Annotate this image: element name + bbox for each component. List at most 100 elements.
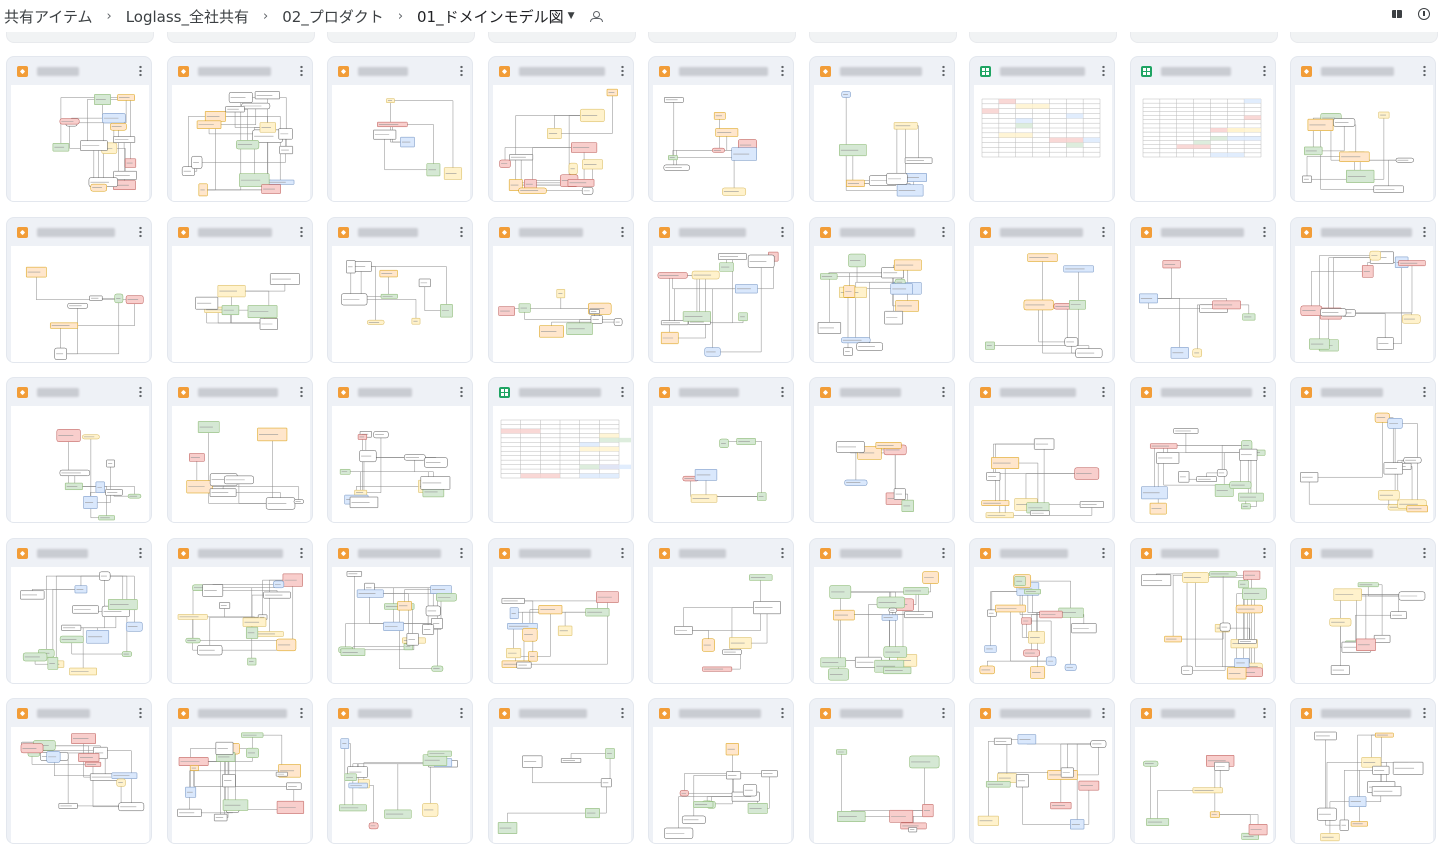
more-vert-icon[interactable]: [1102, 707, 1105, 719]
more-vert-icon[interactable]: [460, 225, 463, 238]
more-vert-icon[interactable]: [1102, 386, 1105, 398]
file-card-partial[interactable]: [487, 32, 636, 43]
more-vert-icon[interactable]: [1102, 225, 1105, 238]
more-vert-icon[interactable]: [1262, 707, 1266, 719]
more-vert-icon[interactable]: [139, 65, 142, 77]
file-card[interactable]: [648, 56, 794, 202]
more-vert-icon[interactable]: [139, 386, 142, 398]
more-vert-icon[interactable]: [299, 546, 303, 559]
more-vert-icon[interactable]: [299, 386, 303, 398]
more-vert-icon[interactable]: [620, 546, 624, 559]
file-card[interactable]: [1129, 216, 1276, 363]
file-card[interactable]: [969, 377, 1115, 523]
file-card[interactable]: [487, 698, 634, 844]
info-icon[interactable]: [1418, 8, 1430, 20]
more-vert-icon[interactable]: [1423, 546, 1426, 559]
more-vert-icon[interactable]: [620, 65, 624, 77]
more-vert-icon[interactable]: [1423, 225, 1426, 238]
file-card[interactable]: [1129, 537, 1276, 684]
file-card[interactable]: [6, 377, 152, 523]
more-vert-icon[interactable]: [781, 225, 784, 238]
more-vert-icon[interactable]: [299, 225, 303, 238]
more-vert-icon[interactable]: [1102, 65, 1105, 77]
file-card[interactable]: [327, 56, 473, 202]
file-card[interactable]: [969, 216, 1115, 363]
more-vert-icon[interactable]: [781, 386, 784, 398]
more-vert-icon[interactable]: [941, 65, 945, 77]
more-vert-icon[interactable]: [460, 546, 463, 559]
more-vert-icon[interactable]: [1423, 386, 1426, 398]
file-card[interactable]: [648, 216, 794, 363]
file-card-partial[interactable]: [6, 32, 154, 43]
file-card[interactable]: [1290, 216, 1436, 363]
more-vert-icon[interactable]: [299, 707, 303, 719]
file-card-partial[interactable]: [808, 32, 957, 43]
file-card[interactable]: [1129, 377, 1276, 523]
file-card-partial[interactable]: [327, 32, 475, 43]
file-card[interactable]: [648, 698, 794, 844]
more-vert-icon[interactable]: [781, 65, 784, 77]
more-vert-icon[interactable]: [1262, 225, 1266, 238]
file-card[interactable]: [487, 537, 634, 684]
file-card[interactable]: [808, 698, 955, 844]
file-card[interactable]: [1290, 537, 1436, 684]
more-vert-icon[interactable]: [941, 707, 945, 719]
grid-view-icon[interactable]: [1392, 10, 1402, 18]
more-vert-icon[interactable]: [620, 707, 624, 719]
file-card[interactable]: [327, 537, 473, 684]
breadcrumb-product-folder[interactable]: 02_プロダクト: [282, 7, 384, 26]
file-card[interactable]: [487, 216, 634, 363]
file-card-partial[interactable]: [969, 32, 1117, 43]
more-vert-icon[interactable]: [781, 707, 784, 719]
more-vert-icon[interactable]: [620, 225, 624, 238]
file-card[interactable]: [1290, 56, 1436, 202]
file-card[interactable]: [327, 698, 473, 844]
file-card[interactable]: [487, 377, 634, 523]
file-card-partial[interactable]: [1129, 32, 1278, 43]
file-card-partial[interactable]: [648, 32, 796, 43]
file-card[interactable]: [969, 537, 1115, 684]
file-card[interactable]: [6, 698, 152, 844]
file-card[interactable]: [166, 216, 313, 363]
more-vert-icon[interactable]: [1262, 386, 1266, 398]
file-card[interactable]: [969, 56, 1115, 202]
more-vert-icon[interactable]: [299, 65, 303, 77]
file-card[interactable]: [1129, 698, 1276, 844]
file-card[interactable]: [6, 56, 152, 202]
file-card[interactable]: [1129, 56, 1276, 202]
file-card[interactable]: [166, 56, 313, 202]
file-card[interactable]: [648, 377, 794, 523]
more-vert-icon[interactable]: [139, 707, 142, 719]
more-vert-icon[interactable]: [139, 225, 142, 238]
file-card[interactable]: [808, 537, 955, 684]
more-vert-icon[interactable]: [941, 546, 945, 559]
more-vert-icon[interactable]: [781, 546, 784, 559]
file-card[interactable]: [648, 537, 794, 684]
file-card[interactable]: [487, 56, 634, 202]
more-vert-icon[interactable]: [1423, 65, 1426, 77]
more-vert-icon[interactable]: [1102, 546, 1105, 559]
file-card-partial[interactable]: [1290, 32, 1438, 43]
file-card[interactable]: [327, 377, 473, 523]
file-card[interactable]: [808, 216, 955, 363]
more-vert-icon[interactable]: [1262, 65, 1266, 77]
more-vert-icon[interactable]: [620, 386, 624, 398]
breadcrumb-shared-items[interactable]: 共有アイテム: [4, 7, 93, 26]
more-vert-icon[interactable]: [941, 225, 945, 238]
chevron-down-icon[interactable]: ▼: [567, 11, 575, 21]
file-card-partial[interactable]: [166, 32, 315, 43]
more-vert-icon[interactable]: [941, 386, 945, 398]
more-vert-icon[interactable]: [460, 386, 463, 398]
file-card[interactable]: [166, 377, 313, 523]
file-card[interactable]: [1290, 698, 1436, 844]
file-card[interactable]: [1290, 377, 1436, 523]
file-card[interactable]: [6, 216, 152, 363]
file-card[interactable]: [969, 698, 1115, 844]
breadcrumb-current-folder[interactable]: 01_ドメインモデル図: [417, 7, 564, 26]
file-card[interactable]: [6, 537, 152, 684]
file-card[interactable]: [808, 56, 955, 202]
more-vert-icon[interactable]: [139, 546, 142, 559]
more-vert-icon[interactable]: [460, 707, 463, 719]
breadcrumb-shared-drive[interactable]: Loglass_全社共有: [125, 7, 250, 26]
more-vert-icon[interactable]: [1262, 546, 1266, 559]
